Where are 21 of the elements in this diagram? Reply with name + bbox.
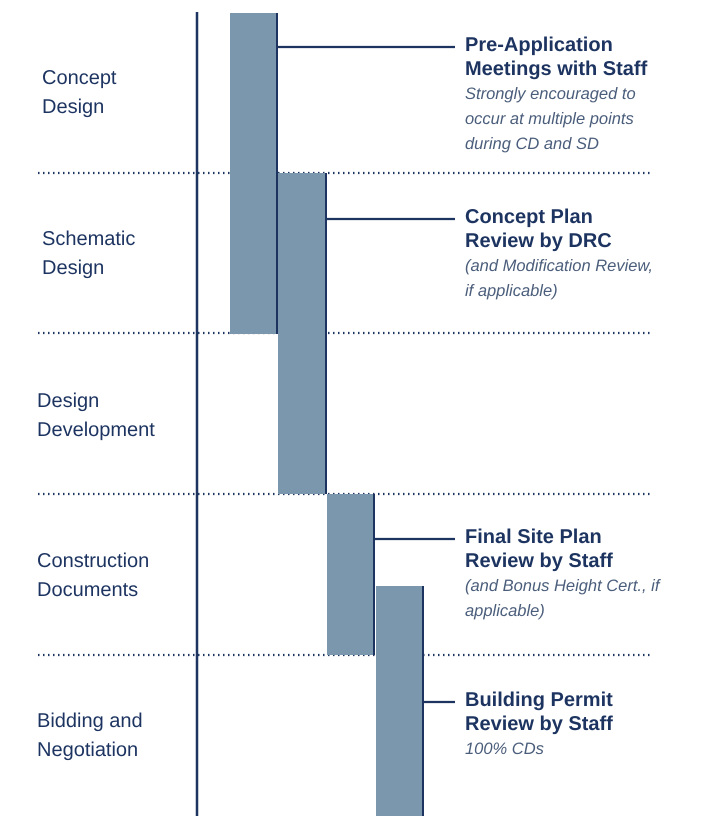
leader-line xyxy=(424,700,455,704)
step-title: Concept Plan Review by DRC xyxy=(465,205,613,253)
step-title: Building Permit Review by Staff xyxy=(465,688,614,736)
leader-line xyxy=(278,46,455,48)
phase-bar xyxy=(327,494,375,655)
phase-bar xyxy=(376,586,424,816)
leader-line xyxy=(375,538,455,540)
phase-label: Schematic Design xyxy=(42,227,136,281)
step-note: (and Modification Review, if applicable) xyxy=(465,256,654,302)
phase-label: Design Development xyxy=(37,389,156,443)
step-note: 100% CDs xyxy=(465,739,545,760)
phase-bar xyxy=(230,13,278,334)
step-title: Final Site Plan Review by Staff xyxy=(465,525,614,573)
phase-label: Bidding and Negotiation xyxy=(37,709,144,763)
phase-label: Construction Documents xyxy=(37,549,150,603)
step-title: Pre-Application Meetings with Staff xyxy=(465,33,648,81)
step-note: (and Bonus Height Cert., if applicable) xyxy=(465,576,662,622)
phase-label: Concept Design xyxy=(42,66,118,120)
step-note: Strongly encouraged to occur at multiple points during CD and SD xyxy=(465,84,637,155)
phase-bar xyxy=(278,173,327,494)
leader-line xyxy=(327,218,455,220)
